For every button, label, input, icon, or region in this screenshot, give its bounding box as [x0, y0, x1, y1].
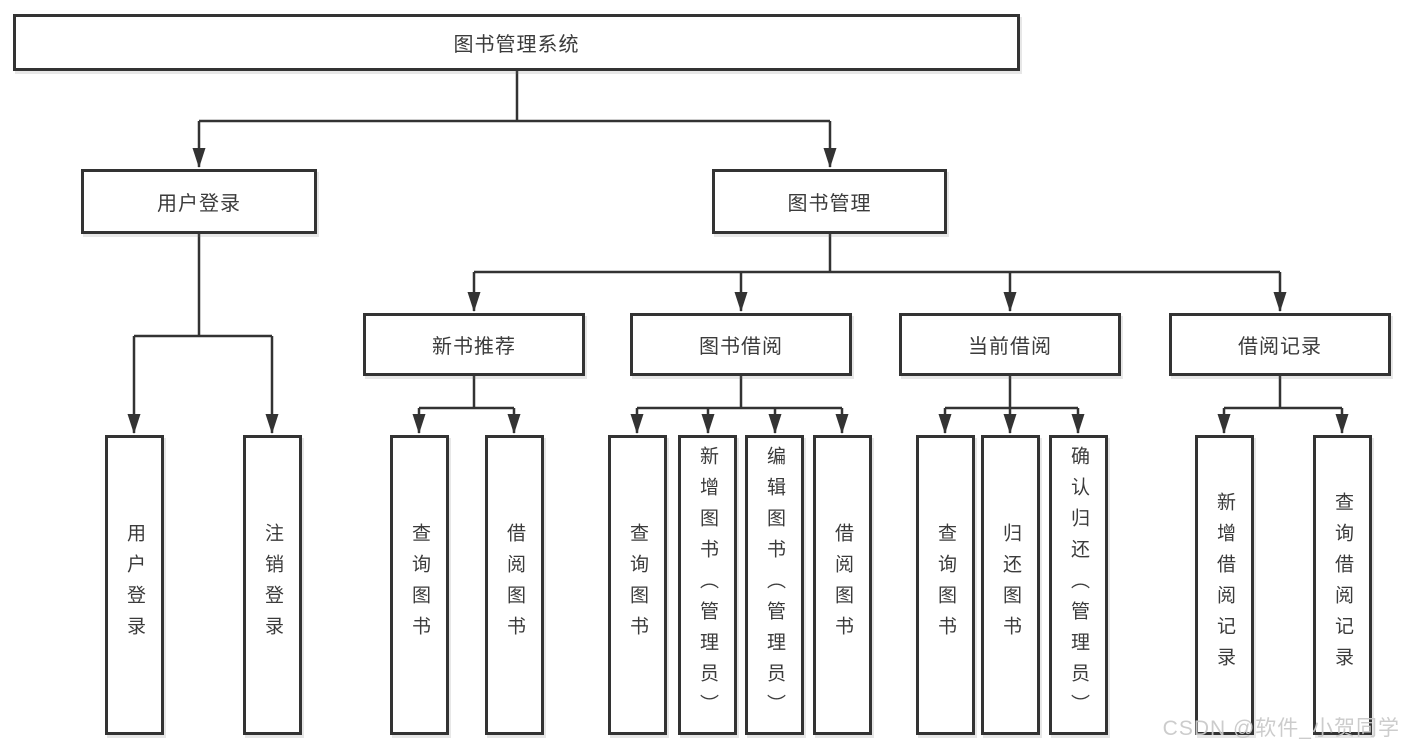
node-user-login-module-label: 用户登录	[157, 193, 241, 215]
leaf-logout: 注销登录	[243, 435, 302, 735]
leaf-return-books-label: 归还图书	[1000, 523, 1021, 647]
leaf-add-borrow-record-label: 新增借阅记录	[1214, 492, 1235, 678]
leaf-user-login-label: 用户登录	[124, 523, 145, 647]
node-root: 图书管理系统	[13, 14, 1020, 71]
leaf-return-books: 归还图书	[981, 435, 1040, 735]
node-new-book-recommendation-label: 新书推荐	[432, 336, 516, 358]
node-root-label: 图书管理系统	[453, 34, 580, 56]
arrow-down-icons	[127, 121, 1349, 434]
leaf-borrow-books-label: 借阅图书	[832, 523, 853, 647]
node-book-borrowing-label: 图书借阅	[699, 336, 783, 358]
leaf-logout-label: 注销登录	[262, 523, 283, 647]
leaf-confirm-return-admin-label: 确认归还（管理员）	[1068, 445, 1089, 725]
node-book-management-label: 图书管理	[787, 193, 872, 215]
leaf-add-books-admin: 新增图书（管理员）	[678, 435, 737, 735]
connector-lines	[127, 70, 1349, 434]
leaf-query-books-recommend: 查询图书	[390, 435, 449, 735]
leaf-query-books-current-label: 查询图书	[935, 523, 956, 647]
leaf-query-books-borrowing-label: 查询图书	[627, 523, 648, 647]
leaf-borrow-books-recommend: 借阅图书	[485, 435, 544, 735]
node-borrowing-records-label: 借阅记录	[1238, 336, 1322, 358]
node-current-borrowing-label: 当前借阅	[968, 336, 1052, 358]
node-borrowing-records: 借阅记录	[1169, 313, 1391, 376]
leaf-borrow-books-recommend-label: 借阅图书	[504, 523, 525, 647]
leaf-user-login: 用户登录	[105, 435, 164, 735]
leaf-add-borrow-record: 新增借阅记录	[1195, 435, 1254, 735]
leaf-query-books-current: 查询图书	[916, 435, 975, 735]
leaf-query-borrow-record-label: 查询借阅记录	[1332, 492, 1353, 678]
node-user-login-module: 用户登录	[81, 169, 317, 234]
node-book-borrowing: 图书借阅	[630, 313, 852, 376]
leaf-query-books-recommend-label: 查询图书	[409, 523, 430, 647]
node-book-management: 图书管理	[712, 169, 947, 234]
leaf-add-books-admin-label: 新增图书（管理员）	[697, 445, 718, 725]
leaf-query-books-borrowing: 查询图书	[608, 435, 667, 735]
leaf-edit-books-admin-label: 编辑图书（管理员）	[764, 445, 785, 725]
leaf-edit-books-admin: 编辑图书（管理员）	[745, 435, 804, 735]
leaf-borrow-books: 借阅图书	[813, 435, 872, 735]
leaf-query-borrow-record: 查询借阅记录	[1313, 435, 1372, 735]
csdn-watermark: CSDN @软件_小贺同学	[1162, 717, 1400, 740]
leaf-confirm-return-admin: 确认归还（管理员）	[1049, 435, 1108, 735]
node-new-book-recommendation: 新书推荐	[363, 313, 585, 376]
node-current-borrowing: 当前借阅	[899, 313, 1121, 376]
